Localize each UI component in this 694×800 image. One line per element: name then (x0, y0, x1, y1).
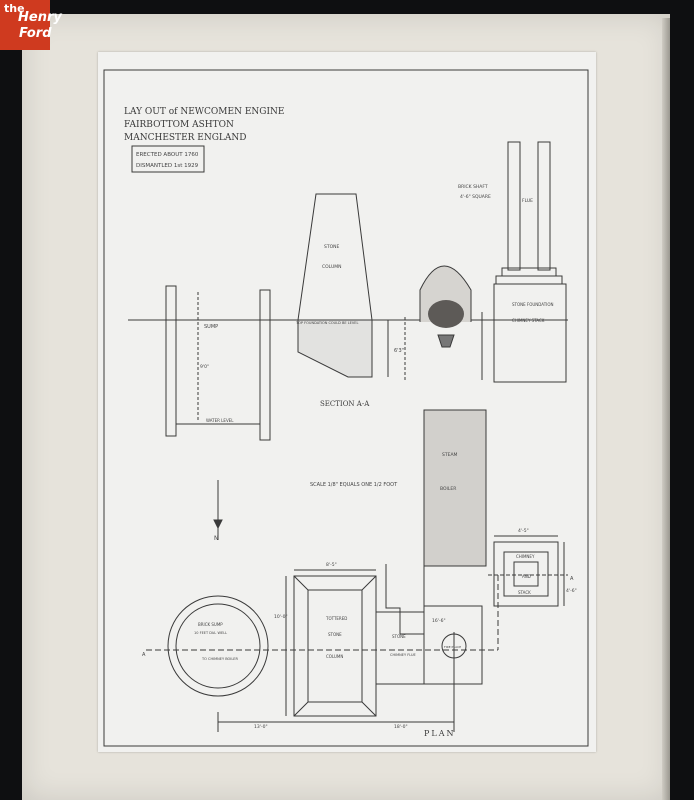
dim-side-2: 4'-6" (566, 588, 577, 594)
logo-ford: Ford (19, 26, 52, 41)
label-stack: STACK (518, 590, 531, 595)
stone-column (297, 193, 373, 321)
label-dim-sump: 9'0" (200, 364, 209, 370)
label-section: SECTION A-A (320, 400, 370, 408)
dim-mid: 16'-6" (432, 618, 446, 624)
label-section-a-right: A (570, 576, 574, 582)
drawing-border (103, 69, 589, 747)
label-brick-shaft: BRICK SHAFT (458, 184, 488, 190)
date-box (131, 145, 205, 173)
dim-top-2: 4'-5" (518, 528, 529, 534)
label-stone-plan: STONE (392, 634, 406, 639)
label-top-foundation: TOP FOUNDATION COULD BE LEVEL (295, 321, 358, 325)
label-section-a-left: A (142, 652, 146, 658)
label-stone-foundation: STONE FOUNDATION (512, 302, 554, 307)
cylinder-base (437, 334, 455, 348)
label-and: AND (522, 574, 531, 579)
sump-wall-left (165, 285, 177, 437)
label-water-level: WATER LEVEL (206, 418, 234, 423)
label-flue: FLUE (522, 198, 533, 204)
dim-top-1: 8'-5" (326, 562, 337, 568)
date-dismantled: DISMANTLED 1st 1929 (136, 163, 199, 169)
label-scale: SCALE 1/8" EQUALS ONE 1/2 FOOT (310, 482, 398, 488)
dim-bottom-1: 13'-0" (254, 724, 268, 730)
column-foundation (297, 319, 373, 378)
logo-the: the (4, 2, 25, 15)
label-chimney-plan: CHIMNEY (516, 554, 535, 559)
dim-side-1: 10'-0" (274, 614, 288, 620)
label-sump: SUMP (204, 324, 218, 330)
label-north: N (214, 535, 219, 542)
label-stone: STONE (324, 244, 340, 250)
flue-right (537, 141, 551, 271)
blueprint-photograph: LAY OUT of NEWCOMEN ENGINE FAIRBOTTOM AS… (98, 52, 596, 752)
label-fire-place: FIRE PLACE (444, 645, 461, 649)
label-steam: STEAM (442, 452, 458, 458)
label-column: COLUMN (322, 264, 342, 270)
chimney-plan-outer (493, 541, 559, 607)
chimney-foundation (493, 283, 567, 383)
flue-left (507, 141, 521, 271)
title-line-1: LAY OUT of NEWCOMEN ENGINE (124, 107, 284, 117)
henry-ford-logo: the Henry Ford (0, 0, 62, 50)
label-boiler: BOILER (440, 486, 456, 492)
sump-wall-right (259, 289, 271, 441)
dim-bottom-2: 18'-0" (394, 724, 408, 730)
date-erected: ERECTED ABOUT 1760 (136, 152, 199, 158)
label-dim-6: 6'3" (394, 348, 404, 354)
column-plan-outer (293, 575, 377, 717)
blueprint-drawing: LAY OUT of NEWCOMEN ENGINE FAIRBOTTOM AS… (103, 69, 589, 747)
label-chimney-stack: CHIMNEY STACK (512, 318, 545, 323)
label-to-chimney: TO CHIMNEY BOILER (201, 657, 239, 661)
label-brick-shaft-size: 4'-6" SQUARE (460, 194, 491, 200)
label-tottered: TOTTERED (325, 616, 347, 621)
label-plan: PLAN (424, 729, 455, 738)
sump-plan-inner (175, 603, 261, 689)
title-line-3: MANCHESTER ENGLAND (124, 133, 246, 143)
flue-plan (385, 564, 425, 635)
label-plan-column: COLUMN (326, 654, 343, 659)
logo-henry: Henry (18, 10, 62, 25)
label-plan-stone: STONE (328, 632, 342, 637)
label-brick-sump: BRICK SUMP (198, 622, 223, 627)
sump-plan-outer (167, 595, 269, 697)
label-well: 10 FEET DIA. WELL (194, 631, 227, 635)
title-line-2: FAIRBOTTOM ASHTON (124, 120, 234, 130)
label-chimney-flue: CHIMNEY FLUE (390, 653, 416, 657)
steam-boiler-plan (423, 409, 487, 567)
page-edge (662, 18, 670, 800)
fire-place-plan (423, 605, 483, 685)
